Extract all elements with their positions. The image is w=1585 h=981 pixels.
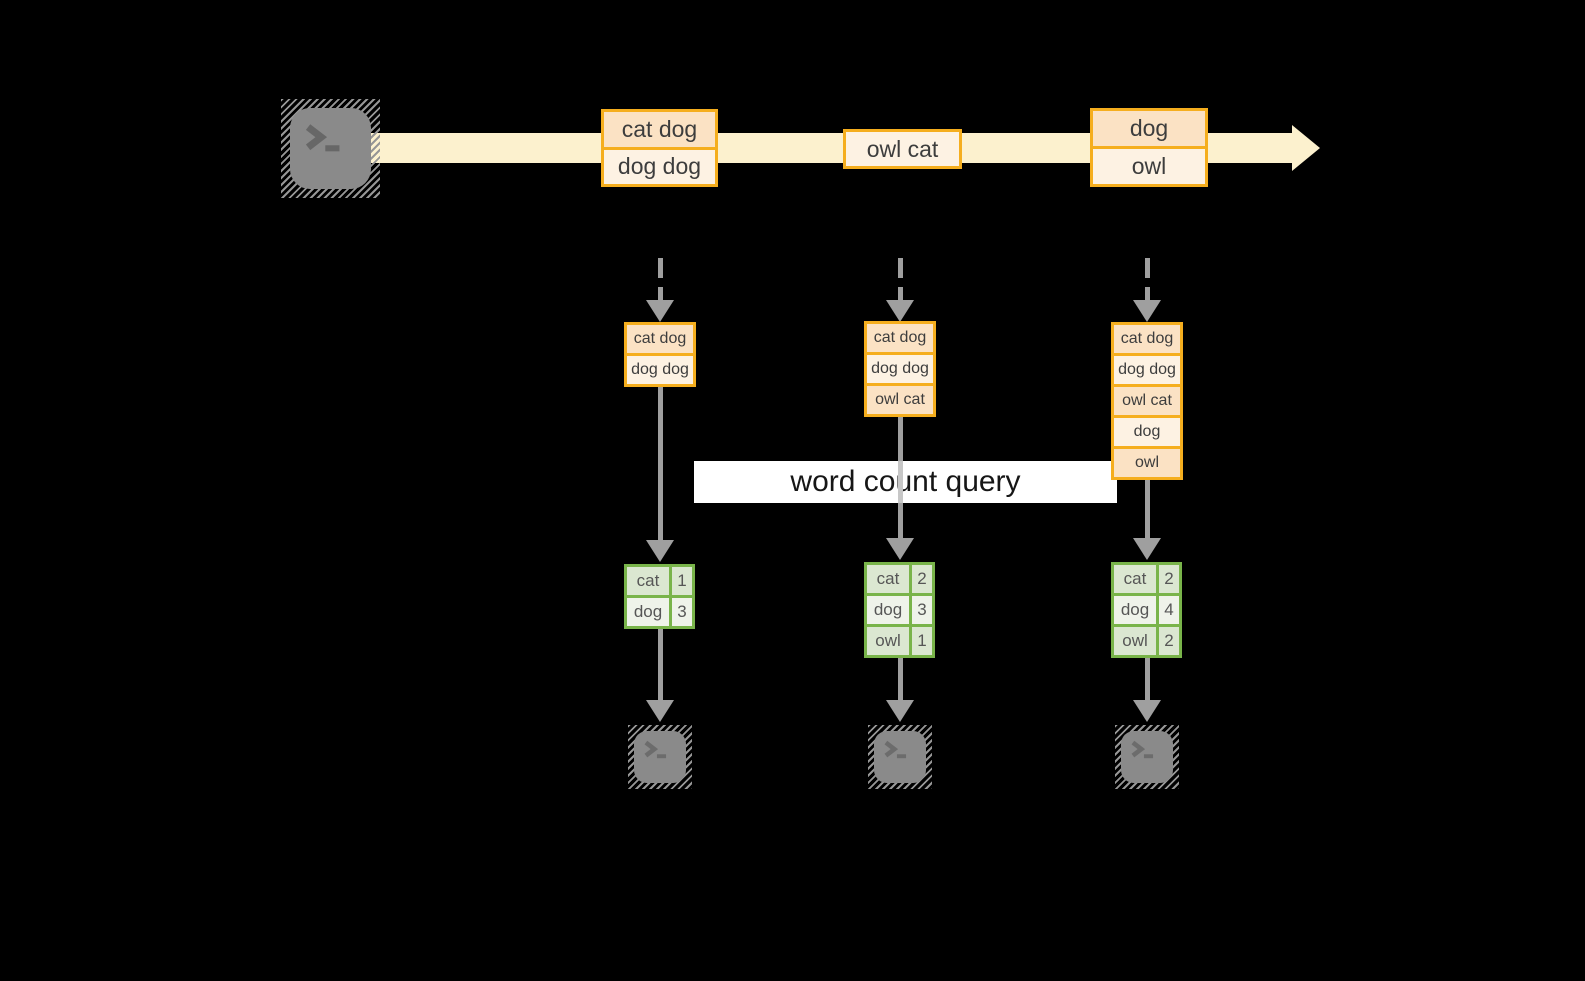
input-row: dog [1114, 418, 1180, 446]
output-arrow-1 [646, 629, 674, 722]
count-cell: 2 [1159, 565, 1179, 593]
word-cell: cat [627, 567, 669, 595]
stream-batch-2: owl cat [843, 129, 962, 169]
query-arrow-3 [1133, 480, 1161, 560]
input-row: cat dog [627, 325, 693, 353]
stream-batch-3: dog owl [1090, 108, 1208, 187]
input-row: dog dog [867, 355, 933, 383]
terminal-prompt-icon [306, 123, 340, 151]
output-sink-terminal-icon-1 [628, 725, 692, 789]
word-cell: dog [1114, 596, 1156, 624]
output-sink-terminal-icon-2 [868, 725, 932, 789]
stream-record: owl cat [846, 132, 959, 166]
word-cell: owl [1114, 627, 1156, 655]
input-table-2: cat dog dog dog owl cat [864, 321, 936, 417]
terminal-body [1121, 731, 1173, 783]
query-arrow-1 [646, 387, 674, 562]
input-table-3: cat dog dog dog owl cat dog owl [1111, 322, 1183, 480]
trigger-arrow-3 [1133, 258, 1161, 322]
result-table-1: cat 1 dog 3 [624, 564, 695, 629]
stream-record: owl [1093, 149, 1205, 184]
input-row: owl [1114, 449, 1180, 477]
terminal-prompt-icon [644, 741, 666, 759]
stream-record: dog [1093, 111, 1205, 146]
count-cell: 3 [912, 596, 932, 624]
result-table-2: cat 2 dog 3 owl 1 [864, 562, 935, 658]
word-cell: cat [867, 565, 909, 593]
trigger-arrow-1 [646, 258, 674, 322]
terminal-prompt-icon [1131, 741, 1153, 759]
terminal-body [290, 108, 371, 189]
input-row: owl cat [867, 386, 933, 414]
query-label: word count query [790, 465, 1021, 498]
input-row: dog dog [627, 356, 693, 384]
word-cell: dog [867, 596, 909, 624]
terminal-body [874, 731, 926, 783]
stream-arrow-head [1292, 125, 1320, 171]
output-sink-terminal-icon-3 [1115, 725, 1179, 789]
word-cell: cat [1114, 565, 1156, 593]
input-table-1: cat dog dog dog [624, 322, 696, 387]
trigger-arrow-2 [886, 258, 914, 322]
word-cell: owl [867, 627, 909, 655]
count-cell: 2 [1159, 627, 1179, 655]
terminal-body [634, 731, 686, 783]
output-arrow-2 [886, 658, 914, 722]
stream-source-terminal-icon [281, 99, 380, 198]
count-cell: 1 [672, 567, 692, 595]
output-arrow-3 [1133, 658, 1161, 722]
query-arrow-2 [886, 417, 914, 560]
count-cell: 4 [1159, 596, 1179, 624]
input-row: dog dog [1114, 356, 1180, 384]
terminal-prompt-icon [884, 741, 906, 759]
count-cell: 2 [912, 565, 932, 593]
stream-record: dog dog [604, 149, 715, 184]
stream-record: cat dog [604, 112, 715, 147]
input-row: owl cat [1114, 387, 1180, 415]
count-cell: 3 [672, 598, 692, 626]
word-cell: dog [627, 598, 669, 626]
query-label-band: word count query [694, 461, 1117, 503]
input-row: cat dog [1114, 325, 1180, 353]
count-cell: 1 [912, 627, 932, 655]
input-row: cat dog [867, 324, 933, 352]
stream-batch-1: cat dog dog dog [601, 109, 718, 187]
result-table-3: cat 2 dog 4 owl 2 [1111, 562, 1182, 658]
